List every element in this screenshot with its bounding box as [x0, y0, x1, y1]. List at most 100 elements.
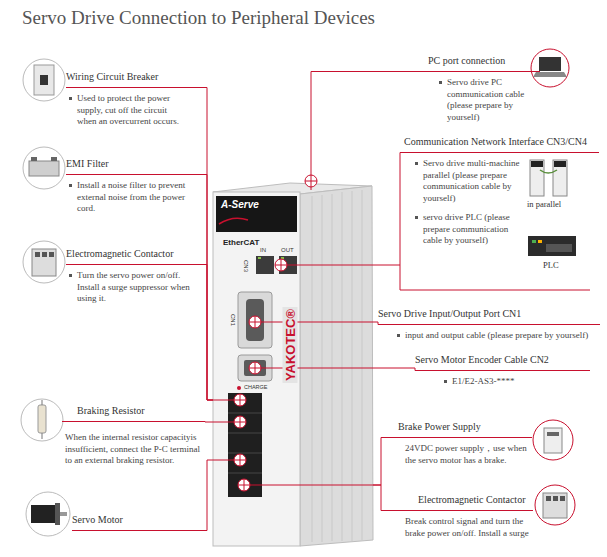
connector-line	[373, 438, 398, 486]
cn1-connector	[238, 292, 272, 348]
port-callout: Brake Power Supply24VDC power supply，use…	[398, 421, 532, 466]
port-marker	[305, 175, 317, 187]
port-marker	[238, 479, 250, 491]
device-callout: EMI FilterInstall a noise filter to prev…	[66, 158, 204, 215]
callout-heading: Electromagnetic Contactor	[66, 248, 204, 265]
port-callout: Electromagnetic ContactorBreak control s…	[400, 494, 540, 539]
port-label: CN1	[228, 314, 236, 326]
port-label: IN	[260, 247, 266, 255]
fin	[362, 190, 363, 540]
heatsink-fins	[312, 190, 362, 542]
divider	[228, 453, 262, 454]
connector-line	[204, 88, 213, 401]
port-marker-cross	[238, 479, 250, 491]
leader-line	[287, 265, 373, 266]
connector-line	[373, 368, 415, 371]
callout-heading: Servo Motor Encoder Cable CN2	[415, 354, 590, 371]
servo-drive: A-ServeEtherCAT YAKOTEC®	[213, 190, 373, 546]
icon-frame	[23, 147, 65, 189]
plc-module	[546, 244, 572, 252]
port-marker	[234, 394, 246, 406]
connector-line	[373, 485, 400, 511]
port-marker-cross	[234, 394, 246, 406]
indicator-label: CHARGE	[244, 384, 268, 391]
connector-line	[204, 175, 213, 401]
leader-line	[213, 460, 234, 461]
contactor-icon	[543, 493, 567, 518]
leader-line	[250, 485, 373, 486]
motor-flange	[55, 503, 60, 525]
port-marker-cross	[249, 362, 261, 374]
image-caption: in parallel	[527, 199, 561, 209]
motor-icon	[31, 505, 55, 523]
device-callout: Servo Motor	[72, 514, 202, 531]
resistor-lead	[42, 433, 43, 439]
bracket-line	[400, 290, 590, 291]
leader-line	[213, 400, 234, 401]
callout-text: Break control signal and turn the brake …	[405, 516, 537, 539]
callout-heading: PC port connection	[428, 55, 540, 72]
callout-text: E1/E2-AS3-****	[443, 376, 563, 388]
port-leaders	[213, 265, 590, 485]
breaker-icon	[34, 65, 54, 95]
resistor-symbol	[38, 405, 46, 433]
connector-line	[202, 421, 213, 423]
brand-logo: A-Serve	[221, 199, 259, 211]
connector-line	[204, 265, 213, 401]
contactor-screw	[42, 252, 47, 257]
icon-frame	[23, 59, 65, 101]
port-marker-cross	[234, 416, 246, 428]
callout-text: Install a noise filter to prevent extern…	[68, 180, 196, 215]
fieldbus-logo: EtherCAT	[223, 238, 259, 248]
motor-shaft	[60, 512, 67, 516]
callout-heading: Wiring Circuit Breaker	[66, 71, 204, 88]
port-marker-cross	[234, 454, 246, 466]
breaker-toggle	[40, 75, 48, 85]
terminal-block	[228, 393, 262, 497]
charge-led	[237, 386, 241, 390]
power-supply-icon	[544, 428, 562, 453]
laptop-base	[533, 72, 567, 77]
leader-line	[261, 368, 373, 369]
callout-text: Servo drive PC communication cable (plea…	[438, 77, 538, 123]
plc-led	[532, 240, 536, 243]
fin	[352, 191, 353, 541]
callout-text: Turn the servo power on/off. Install a s…	[68, 270, 196, 305]
fin	[312, 196, 313, 542]
cn1-socket	[246, 299, 264, 341]
contactor-screw	[35, 252, 40, 257]
plc-icon	[528, 236, 576, 256]
drive-display	[216, 196, 297, 232]
callout-heading: Servo Motor	[72, 514, 202, 531]
contactor-screw	[546, 496, 551, 501]
port-callout: Communication Network Interface CN3/CN4S…	[404, 136, 599, 247]
drive-icon-display	[531, 161, 543, 167]
drive-front	[213, 192, 300, 546]
divider	[228, 433, 262, 434]
icon-frame	[26, 492, 70, 536]
drive-icon-display	[554, 161, 566, 167]
bracket-line	[400, 265, 401, 290]
laptop-screen	[539, 57, 561, 71]
port-marker-cross	[275, 259, 287, 271]
device-callout: Braking ResistorWhen the internal resist…	[62, 405, 202, 467]
plc-led	[538, 240, 542, 243]
image-caption: PLC	[543, 260, 559, 270]
drive-icon	[530, 160, 544, 196]
port-label: CN3	[241, 260, 249, 272]
leader-line	[213, 422, 234, 423]
callout-text: input and output cable (please prepare b…	[396, 330, 598, 342]
leader-line	[261, 322, 373, 323]
connector-line	[373, 153, 404, 266]
callout-heading: Communication Network Interface CN3/CN4	[404, 136, 599, 153]
callout-heading: EMI Filter	[66, 158, 204, 175]
port-led	[258, 257, 261, 259]
brand-name: YAKOTEC®	[283, 307, 298, 383]
port-marker	[275, 259, 287, 271]
divider	[228, 413, 262, 414]
icon-frame	[23, 241, 65, 283]
callout-text: Servo drive multi-machine parallel (plea…	[414, 158, 524, 204]
drive-heatsink	[300, 186, 373, 546]
fin	[342, 192, 343, 541]
